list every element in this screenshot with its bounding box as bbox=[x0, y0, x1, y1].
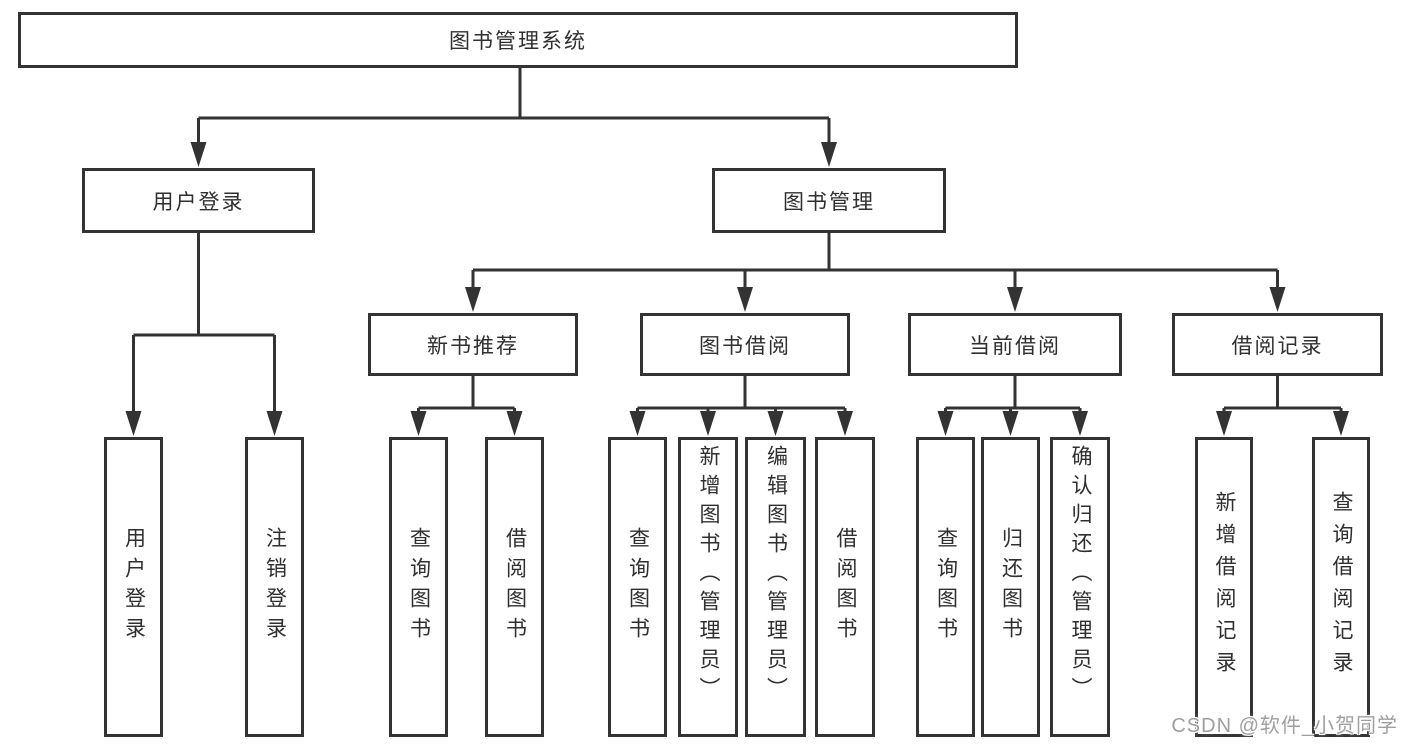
node-root-system: 图书管理系统 bbox=[18, 12, 1018, 68]
node-borrow-records-label: 借阅记录 bbox=[1231, 334, 1324, 358]
watermark: CSDN @软件_小贺同学 bbox=[1171, 715, 1398, 737]
node-book-borrow: 图书借阅 bbox=[640, 313, 850, 376]
node-user-login: 用户登录 bbox=[82, 168, 315, 233]
leaf-user-login: 用户登录 bbox=[104, 437, 163, 737]
leaf-edit-books-admin: 编辑图书（管理员） bbox=[745, 437, 806, 737]
node-book-borrow-label: 图书借阅 bbox=[699, 334, 791, 358]
leaf-return-books: 归还图书 bbox=[981, 437, 1040, 737]
node-book-management: 图书管理 bbox=[712, 168, 946, 233]
node-borrow-records: 借阅记录 bbox=[1172, 313, 1383, 376]
node-current-borrow: 当前借阅 bbox=[908, 313, 1122, 376]
node-new-book-recommend-label: 新书推荐 bbox=[427, 334, 519, 358]
leaf-borrow-books-recommend: 借阅图书 bbox=[485, 437, 544, 737]
leaf-add-borrow-record: 新增借阅记录 bbox=[1195, 437, 1253, 737]
node-current-borrow-label: 当前借阅 bbox=[969, 334, 1061, 358]
leaf-confirm-return-admin: 确认归还（管理员） bbox=[1050, 437, 1110, 737]
leaf-query-books-borrow: 查询图书 bbox=[608, 437, 667, 737]
node-new-book-recommend: 新书推荐 bbox=[368, 313, 578, 376]
leaf-query-books-recommend: 查询图书 bbox=[389, 437, 448, 737]
leaf-borrow-books: 借阅图书 bbox=[815, 437, 875, 737]
leaf-query-borrow-record: 查询借阅记录 bbox=[1312, 437, 1370, 737]
leaf-query-books-current: 查询图书 bbox=[916, 437, 975, 737]
leaf-add-books-admin: 新增图书（管理员） bbox=[678, 437, 738, 737]
node-book-management-label: 图书管理 bbox=[783, 190, 875, 214]
leaf-logout: 注销登录 bbox=[245, 437, 304, 737]
node-user-login-label: 用户登录 bbox=[152, 190, 245, 214]
node-root-label: 图书管理系统 bbox=[449, 30, 587, 53]
